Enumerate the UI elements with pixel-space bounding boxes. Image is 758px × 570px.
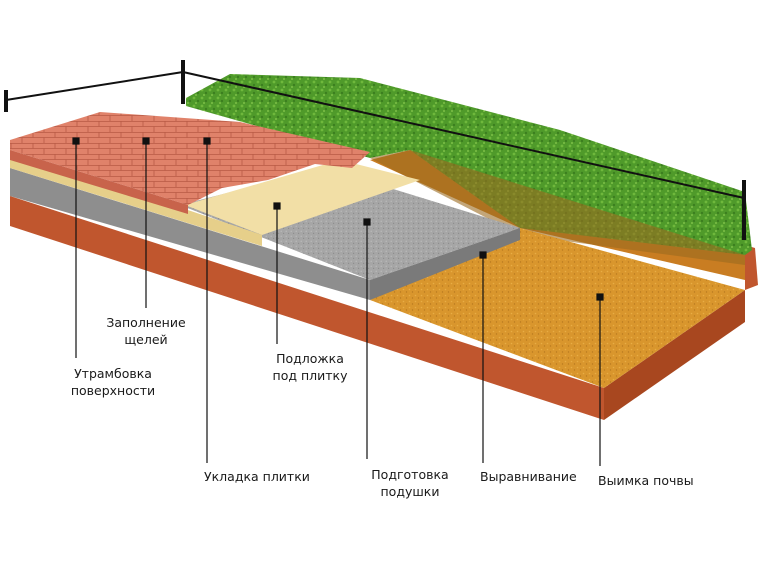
sand-top (185, 160, 420, 235)
earth-base-side (604, 290, 745, 420)
label-leveling: Выравнивание (480, 469, 577, 484)
grass-strip (186, 74, 752, 255)
earth-base-front (10, 196, 604, 420)
label-underlay: Подложка под плитку (272, 351, 348, 383)
paving-bricks-front (10, 150, 188, 214)
gravel-front (10, 168, 370, 300)
paving-bricks-top (10, 112, 370, 205)
label-compaction: Утрамбовка поверхности (70, 366, 156, 398)
gravel-side (370, 228, 520, 300)
label-filling-joints: Заполнение щелей (106, 315, 186, 347)
leader-lines (72, 137, 604, 466)
label-cushion: Подготовка подушки (371, 467, 449, 499)
label-excavation: Выимка почвы (598, 473, 694, 488)
grass-side (370, 150, 745, 265)
soil-floor (370, 228, 745, 388)
label-laying: Укладка плитки (204, 469, 310, 484)
string-line (4, 60, 746, 240)
earth-right-end (745, 245, 758, 290)
